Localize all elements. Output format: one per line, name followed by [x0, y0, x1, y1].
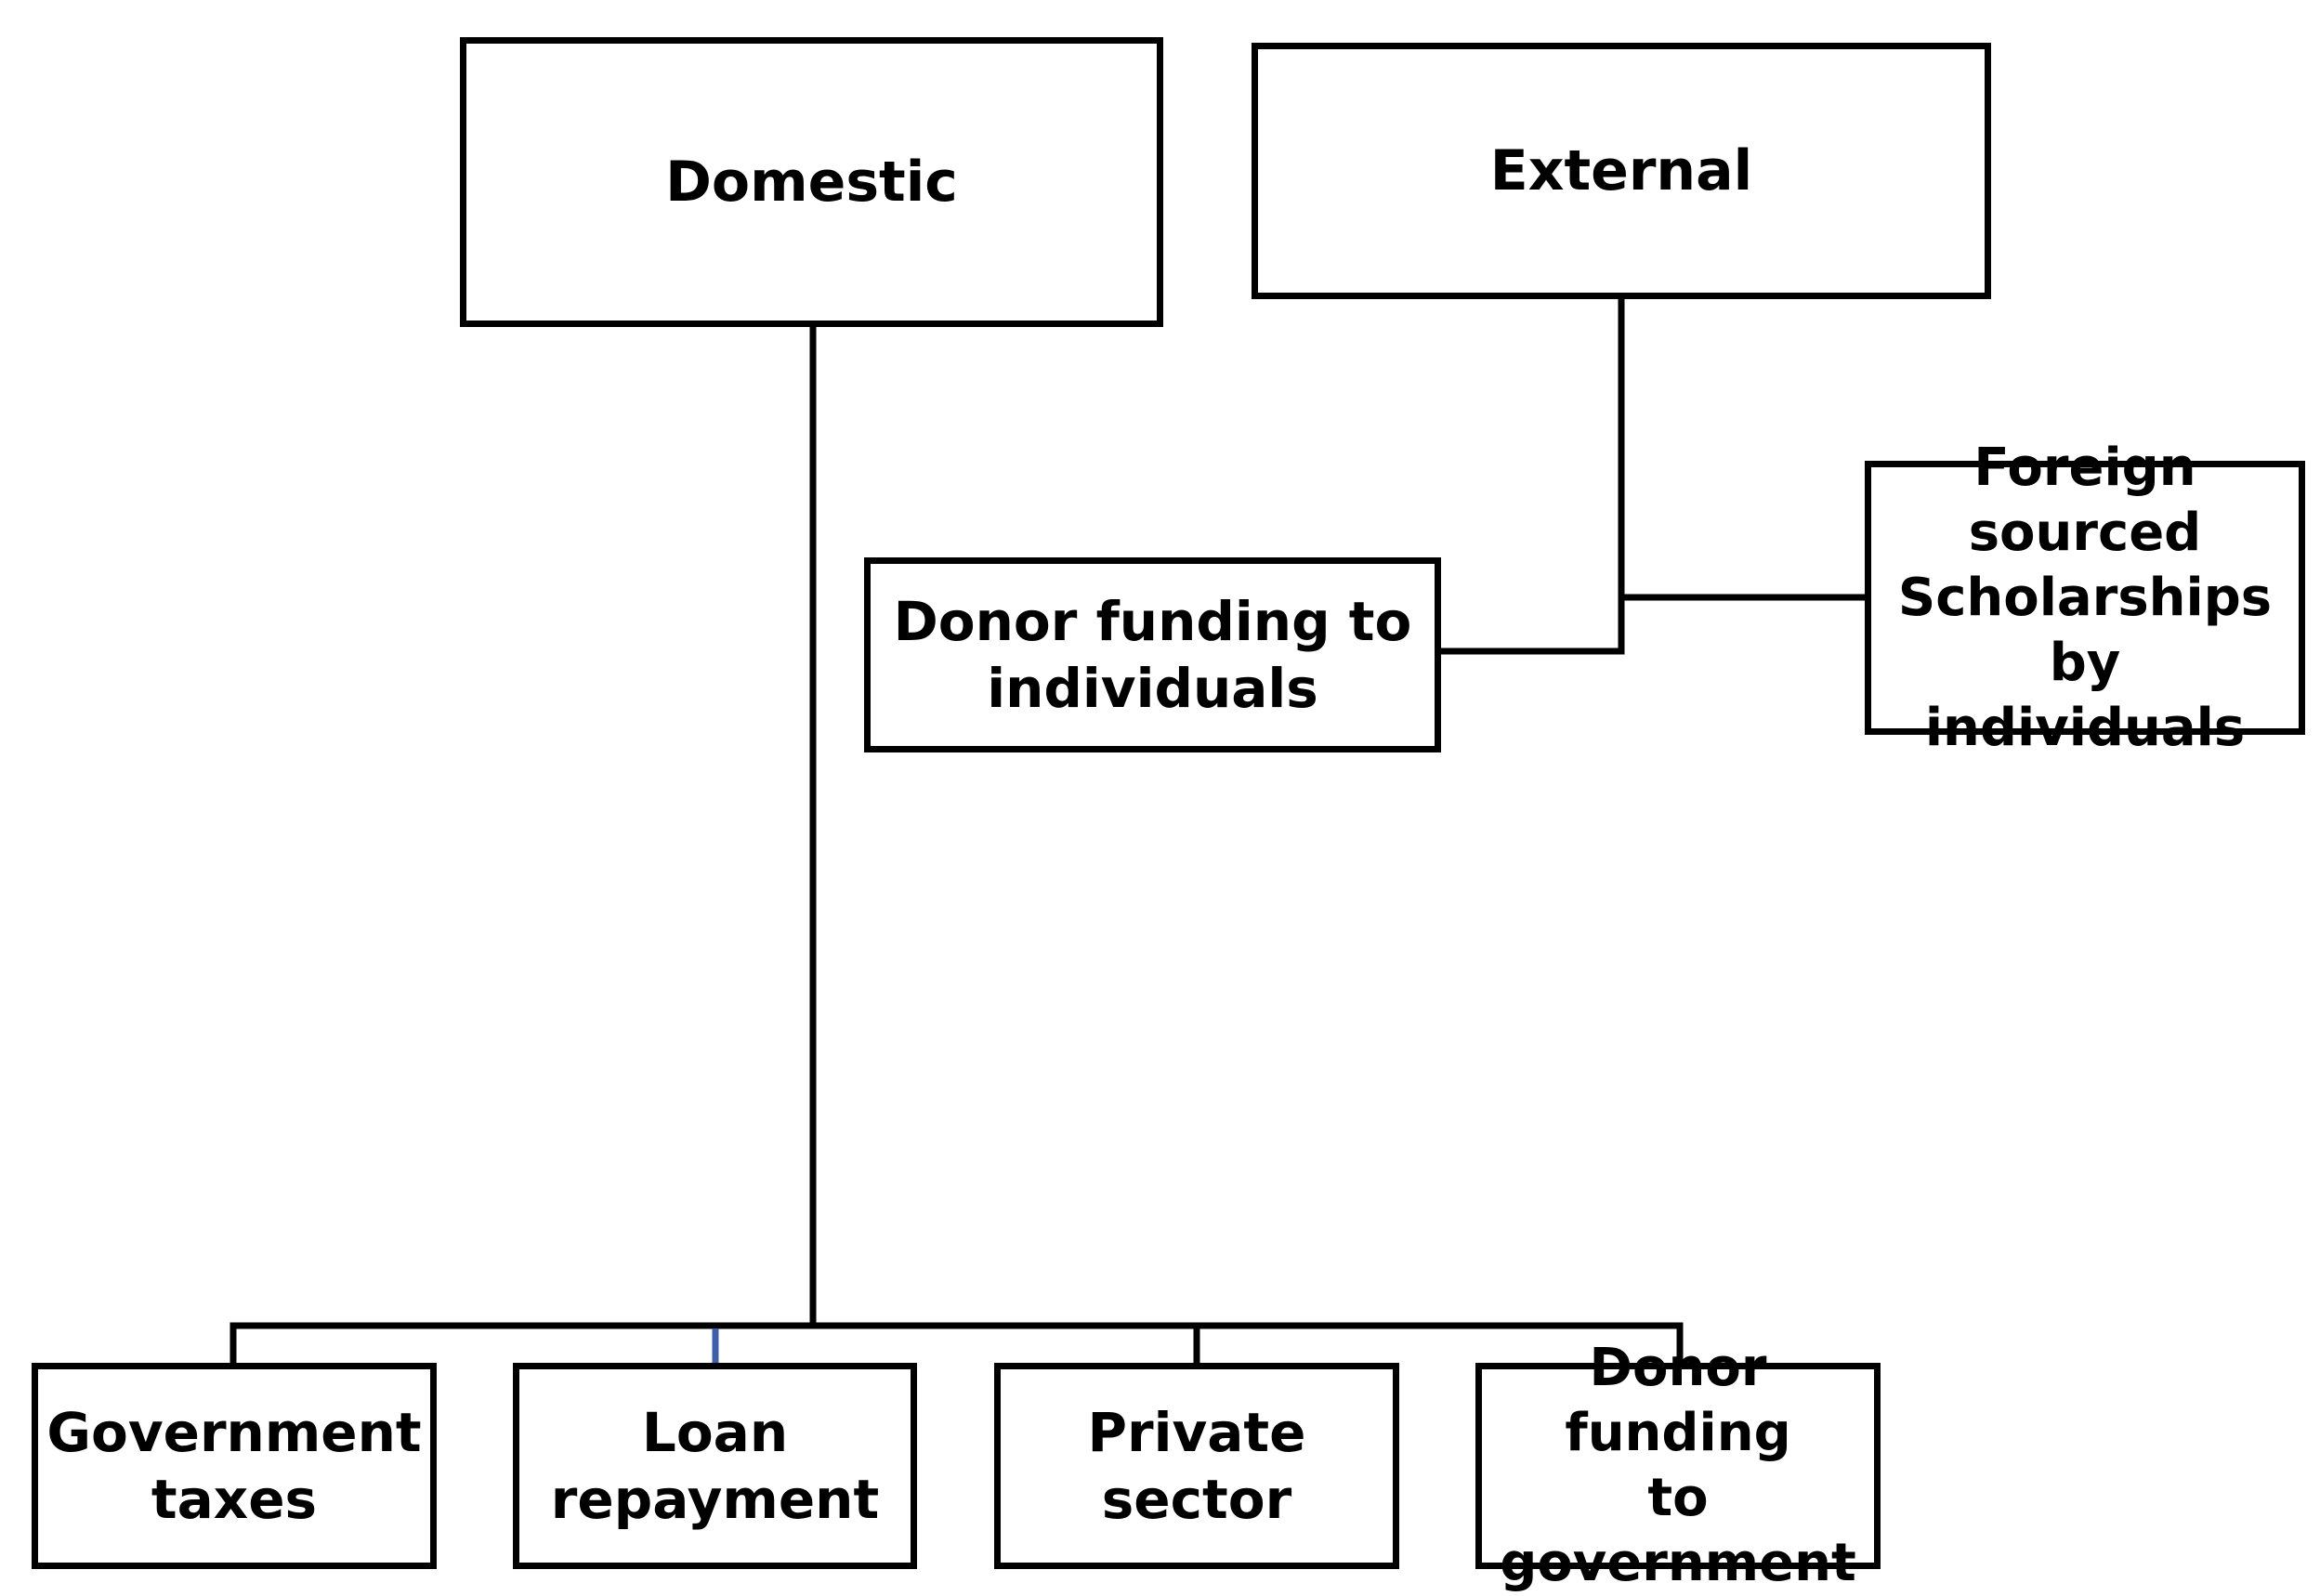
donor-individuals-box: Donor funding to individuals: [864, 557, 1441, 752]
donor-government-box: Donor funding to government: [1475, 1338, 1881, 1593]
donor-government-label: Donor funding to government: [1500, 1338, 1856, 1593]
foreign-scholarships-label: Foreign sourced Scholarships by individu…: [1897, 437, 2273, 758]
loan-repayment-box: Loan repayment: [513, 1363, 917, 1569]
donor-individuals-label: Donor funding to individuals: [893, 589, 1412, 721]
private-sector-label: Private sector: [1087, 1400, 1306, 1532]
external-box: External: [1252, 43, 1991, 299]
foreign-scholarships-box: Foreign sourced Scholarships by individu…: [1865, 438, 2305, 758]
external-label: External: [1489, 137, 1753, 203]
domestic-box: Domestic: [460, 37, 1163, 327]
private-sector-box: Private sector: [994, 1363, 1399, 1569]
loan-repayment-label: Loan repayment: [550, 1400, 880, 1532]
government-taxes-box: Government taxes: [32, 1363, 437, 1569]
domestic-label: Domestic: [665, 149, 958, 215]
government-taxes-label: Government taxes: [46, 1400, 422, 1532]
